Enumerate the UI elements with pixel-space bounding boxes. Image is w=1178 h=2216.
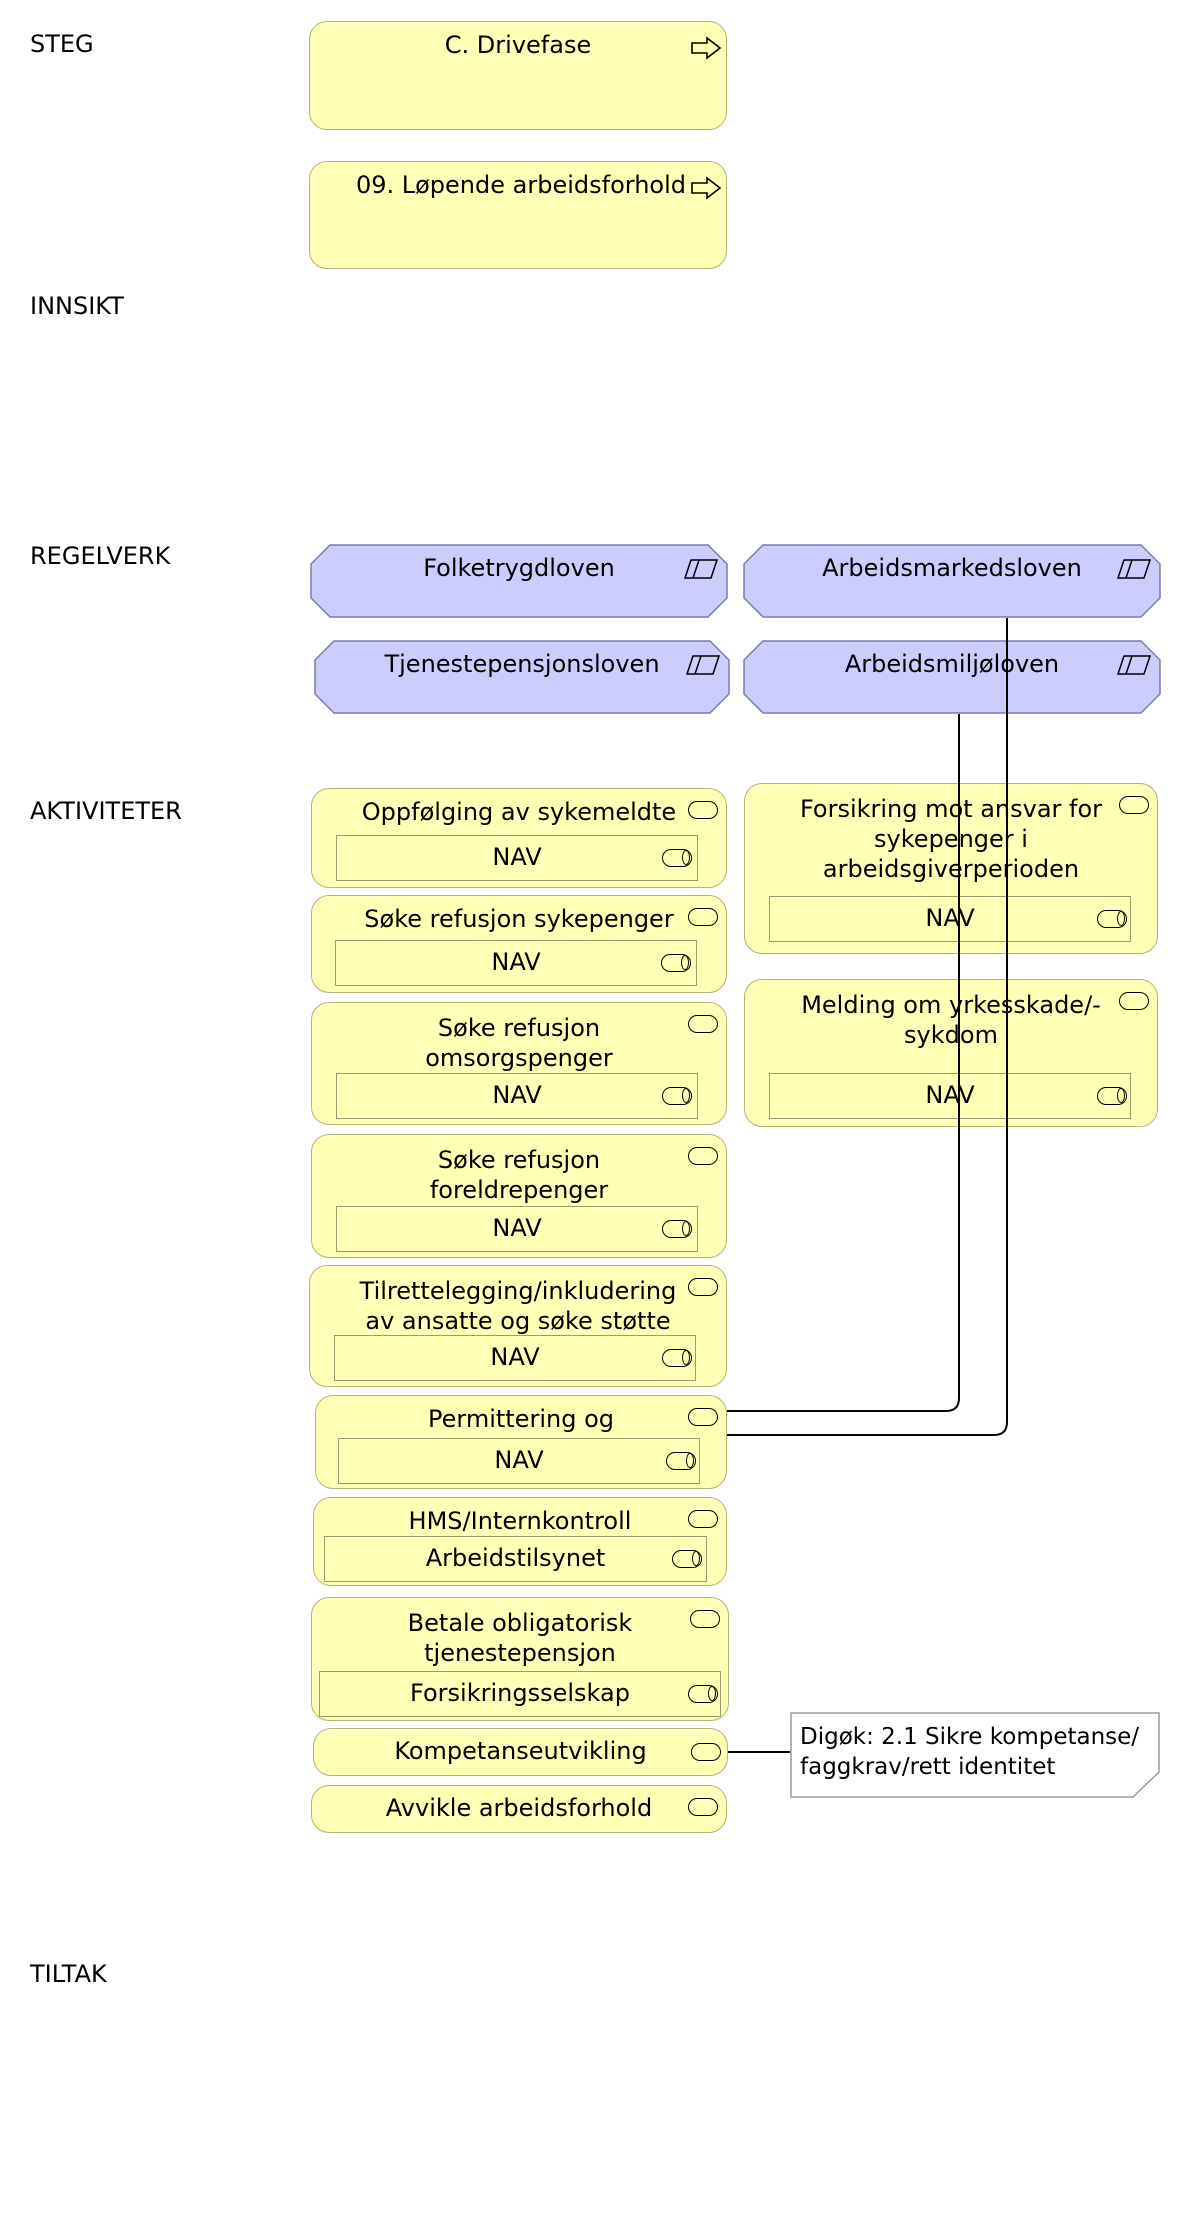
activity-title: Søke refusjon omsorgspenger <box>425 1014 613 1072</box>
role-forsikringsselskap[interactable]: Forsikringsselskap <box>319 1671 721 1717</box>
actor-role-icon <box>661 954 691 972</box>
activity-title: Betale obligatorisk tjenestepensjon <box>407 1609 633 1667</box>
actor-role-icon <box>1097 1087 1127 1105</box>
activity-permittering[interactable]: Permittering og dagpenger NAV <box>315 1395 727 1489</box>
lane-label-steg: STEG <box>30 30 94 58</box>
actor-role-icon <box>666 1452 696 1470</box>
parallelogram-icon <box>1117 655 1151 675</box>
parallelogram-icon <box>686 655 720 675</box>
law-title: Arbeidsmiljøloven <box>844 650 1060 678</box>
law-arbeidsmiljoloven[interactable]: Arbeidsmiljøloven <box>743 640 1161 714</box>
activity-tilrettelegging[interactable]: Tilrettelegging/inkludering av ansatte o… <box>309 1265 727 1387</box>
activity-title: Tilrettelegging/inkludering av ansatte o… <box>359 1277 677 1335</box>
law-shape <box>314 640 730 714</box>
law-shape <box>743 544 1161 618</box>
role-nav[interactable]: NAV <box>769 1073 1131 1119</box>
note-shape <box>790 1712 1160 1798</box>
activity-title: Melding om yrkesskade/-sykdom <box>801 991 1101 1049</box>
activity-refusjon-foreldrepenger[interactable]: Søke refusjon foreldrepenger NAV <box>311 1134 727 1258</box>
lane-label-regelverk: REGELVERK <box>30 542 171 570</box>
service-icon <box>1119 796 1149 814</box>
activity-yrkesskade[interactable]: Melding om yrkesskade/-sykdom NAV <box>744 979 1158 1127</box>
activity-title: Søke refusjon sykepenger <box>364 905 674 933</box>
activity-kompetanseutvikling[interactable]: Kompetanseutvikling <box>313 1728 728 1776</box>
law-shape <box>310 544 728 618</box>
service-icon <box>688 908 718 926</box>
activity-title: Oppfølging av sykemeldte <box>361 798 677 826</box>
service-icon <box>688 1278 718 1296</box>
parallelogram-icon <box>684 559 718 579</box>
lane-label-tiltak: TILTAK <box>30 1960 107 1988</box>
step-box[interactable]: 09. Løpende arbeidsforhold <box>309 161 727 269</box>
actor-role-icon <box>662 1220 692 1238</box>
service-icon <box>691 1743 721 1761</box>
law-title: Folketrygdloven <box>423 554 615 582</box>
activity-avvikle[interactable]: Avvikle arbeidsforhold <box>311 1785 727 1833</box>
actor-role-icon <box>662 1087 692 1105</box>
law-folketrygdloven[interactable]: Folketrygdloven <box>310 544 728 618</box>
activity-title: Avvikle arbeidsforhold <box>385 1794 653 1822</box>
role-nav[interactable]: NAV <box>336 1073 698 1119</box>
activity-title: Søke refusjon foreldrepenger <box>429 1146 609 1204</box>
service-icon <box>688 1798 718 1816</box>
service-icon <box>690 1610 720 1628</box>
law-tjenestepensjonsloven[interactable]: Tjenestepensjonsloven <box>314 640 730 714</box>
activity-refusjon-sykepenger[interactable]: Søke refusjon sykepenger NAV <box>311 895 727 993</box>
service-icon <box>1119 992 1149 1010</box>
activity-title: Kompetanseutvikling <box>394 1737 647 1765</box>
actor-role-icon <box>688 1685 718 1703</box>
activity-refusjon-omsorgspenger[interactable]: Søke refusjon omsorgspenger NAV <box>311 1002 727 1125</box>
role-nav[interactable]: NAV <box>336 835 698 881</box>
actor-role-icon <box>662 1349 692 1367</box>
process-arrow-icon <box>691 176 722 200</box>
activity-hms[interactable]: HMS/Internkontroll Arbeidstilsynet <box>313 1497 727 1586</box>
service-icon <box>688 1147 718 1165</box>
role-nav[interactable]: NAV <box>769 896 1131 942</box>
activity-forsikring[interactable]: Forsikring mot ansvar for sykepenger i a… <box>744 783 1158 954</box>
activity-oppfolging[interactable]: Oppfølging av sykemeldte NAV <box>311 788 727 888</box>
actor-role-icon <box>1097 910 1127 928</box>
law-title: Tjenestepensjonsloven <box>384 650 660 678</box>
service-icon <box>688 801 718 819</box>
law-title: Arbeidsmarkedsloven <box>822 554 1082 582</box>
parallelogram-icon <box>1117 559 1151 579</box>
phase-box[interactable]: C. Drivefase <box>309 21 727 130</box>
activity-title: Forsikring mot ansvar for sykepenger i a… <box>799 795 1103 883</box>
law-arbeidsmarkedsloven[interactable]: Arbeidsmarkedsloven <box>743 544 1161 618</box>
actor-role-icon <box>672 1550 702 1568</box>
activity-title: HMS/Internkontroll <box>408 1507 632 1535</box>
service-icon <box>688 1510 718 1528</box>
note-text: Digøk: 2.1 Sikre kompetanse/ faggkrav/re… <box>800 1724 1140 1780</box>
role-nav[interactable]: NAV <box>336 1206 698 1252</box>
lane-label-aktiviteter: AKTIVITETER <box>30 797 182 825</box>
service-icon <box>688 1408 718 1426</box>
step-title: 09. Løpende arbeidsforhold <box>355 171 686 199</box>
role-nav[interactable]: NAV <box>334 1335 696 1381</box>
note-digok[interactable]: Digøk: 2.1 Sikre kompetanse/ faggkrav/re… <box>790 1712 1160 1798</box>
service-icon <box>688 1015 718 1033</box>
phase-title: C. Drivefase <box>444 31 592 59</box>
lane-label-innsikt: INNSIKT <box>30 292 124 320</box>
actor-role-icon <box>662 849 692 867</box>
activity-tjenestepensjon[interactable]: Betale obligatorisk tjenestepensjon Fors… <box>311 1597 729 1721</box>
role-nav[interactable]: NAV <box>335 940 697 986</box>
role-nav[interactable]: NAV <box>338 1438 700 1484</box>
role-arbeidstilsynet[interactable]: Arbeidstilsynet <box>324 1536 707 1582</box>
process-arrow-icon <box>691 36 722 60</box>
